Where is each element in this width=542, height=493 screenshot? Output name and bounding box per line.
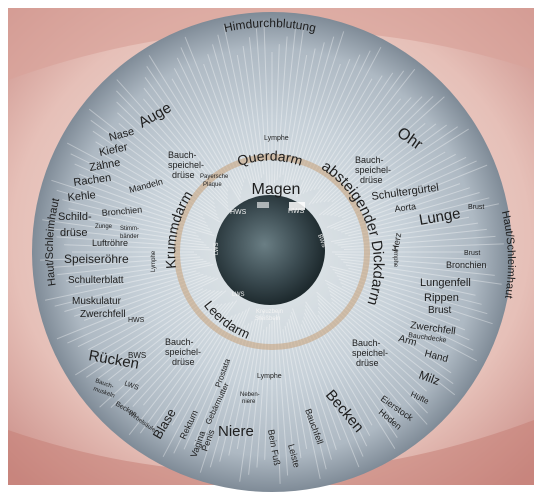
- label-bauchspeichel-tr-3: drüse: [360, 175, 383, 185]
- label-nebenniere: Neben-: [240, 392, 260, 398]
- label-rippen: Rippen: [424, 292, 459, 304]
- label-bauchspeichel-tl-1: Bauch-: [168, 150, 197, 160]
- label-bauchspeichel-tl-3: drüse: [172, 170, 195, 180]
- label-lymphe-left: Lymphe: [151, 250, 157, 272]
- label-niere: Niere: [218, 423, 254, 440]
- label-lymphe-bottom: Lymphe: [257, 373, 282, 380]
- label-bws-left: BWS: [128, 351, 146, 360]
- label-bronchien-right: Bronchien: [446, 260, 487, 270]
- label-bauchspeichel-bl-2: speichel-: [165, 347, 201, 357]
- label-stimm: Stimm-: [120, 226, 139, 232]
- label-druese: drüse: [60, 227, 88, 239]
- label-bauchspeichel-tr-2: speichel-: [355, 165, 391, 175]
- label-bauchspeichel-tr-1: Bauch-: [355, 155, 384, 165]
- label-speiseroehre: Speiseröhre: [64, 252, 129, 266]
- label-brust-r3: Brust: [428, 305, 452, 316]
- label-zwerchfell-left: Zwerchfell: [80, 309, 126, 320]
- label-bauchspeichel-br-2: speichel-: [352, 348, 388, 358]
- label-bauchspeichel-tl-2: speichel-: [168, 160, 204, 170]
- label-muskulatur: Muskulatur: [72, 296, 122, 307]
- label-luftroehre: Luftröhre: [92, 238, 128, 248]
- label-magen: Magen: [252, 181, 301, 198]
- label-schulterblatt: Schulterblatt: [68, 275, 124, 286]
- label-hws-left: HWS: [128, 317, 145, 324]
- label-bauchspeichel-bl-3: drüse: [172, 357, 195, 367]
- label-schild: Schild-: [58, 211, 92, 223]
- label-payersche: Payersche: [200, 174, 229, 180]
- label-bauchspeichel-br-1: Bauch-: [352, 338, 381, 348]
- label-hws-pupil-2: HWS: [288, 208, 305, 215]
- label-lungenfell: Lungenfell: [420, 277, 471, 289]
- label-bauchspeichel-bl-1: Bauch-: [165, 337, 194, 347]
- reflection-2: [257, 202, 269, 208]
- label-zunge: Zunge: [95, 224, 113, 230]
- label-lymphe-top: Lymphe: [264, 135, 289, 142]
- label-hws-pupil-1: HWS: [230, 209, 247, 216]
- label-lws-pupil-2: LWS: [232, 292, 245, 298]
- label-bauchspeichel-br-3: drüse: [356, 358, 379, 368]
- label-brust-r2: Brust: [464, 250, 480, 257]
- label-kreuzbein: Kreuzbein: [256, 309, 283, 315]
- label-plaque: Plaque: [203, 182, 222, 188]
- label-steissbein: Steißbein: [255, 316, 280, 322]
- label-nebenniere-2: niere: [242, 399, 256, 405]
- label-brust-r1: Brust: [468, 204, 484, 211]
- label-lws-pupil: LWS: [214, 242, 220, 255]
